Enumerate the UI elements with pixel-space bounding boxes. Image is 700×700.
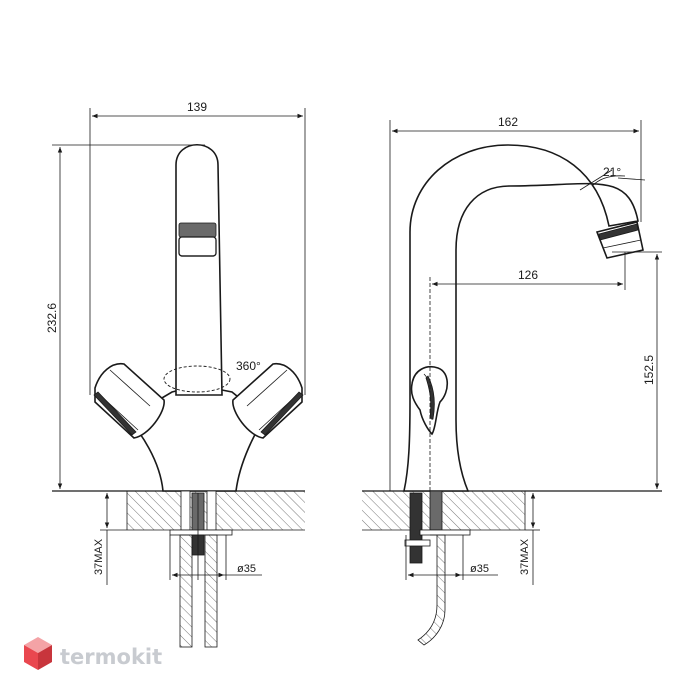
side-view: 162 21° 126 152.5 37MAX ø35 <box>362 115 662 646</box>
side-gooseneck <box>403 144 639 492</box>
dim-front-height: 232.6 <box>45 303 59 333</box>
side-lever-handle <box>410 366 449 436</box>
swivel-rotation-ellipse <box>163 365 231 393</box>
cube-logo-icon <box>24 637 52 670</box>
front-mounting-hardware <box>169 490 233 648</box>
dim-hole-diameter-left: ø35 <box>237 563 256 575</box>
dim-front-width: 139 <box>187 100 207 114</box>
side-mounting-hardware <box>404 490 471 646</box>
front-view: 139 232.6 360° 37MAX ø35 <box>45 100 306 648</box>
front-left-handle <box>93 363 165 439</box>
dim-spout-angle: 21° <box>603 165 621 179</box>
front-right-handle <box>232 363 304 439</box>
front-aerator <box>178 222 217 238</box>
brand-logo: termokit <box>24 637 162 670</box>
cube-left-face <box>24 645 38 670</box>
dim-rotation: 360° <box>236 359 261 373</box>
dim-spout-reach: 126 <box>518 268 538 282</box>
dim-side-width: 162 <box>498 115 518 129</box>
side-countertop-hatch <box>362 491 525 530</box>
brand-name: termokit <box>60 645 162 669</box>
dim-hole-diameter-right: ø35 <box>470 563 489 575</box>
dim-mount-thickness-left: 37MAX <box>93 538 105 575</box>
dim-mount-thickness-right: 37MAX <box>519 538 531 575</box>
dim-spout-height: 152.5 <box>642 355 656 385</box>
cube-right-face <box>38 645 52 670</box>
front-spout-body <box>175 143 223 396</box>
